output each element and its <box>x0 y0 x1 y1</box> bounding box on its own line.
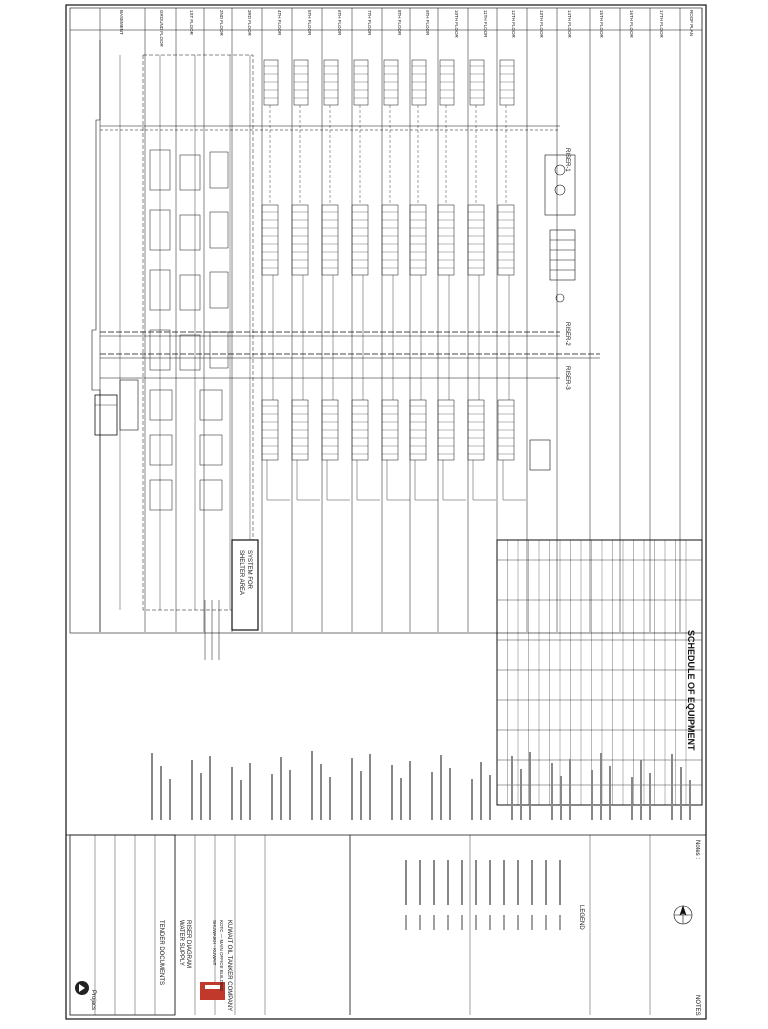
fixture-group-mid <box>409 204 427 276</box>
plant-equipment <box>209 211 229 249</box>
plant-equipment <box>149 434 173 466</box>
fixture-group-upper <box>293 59 309 106</box>
plant-equipment <box>199 479 223 511</box>
plant-equipment <box>199 434 223 466</box>
fixture-group-mid <box>467 204 485 276</box>
plant-equipment <box>179 334 201 371</box>
fixture-group-upper <box>263 59 279 106</box>
shelter-system-box <box>231 539 259 631</box>
fixture-group-mid <box>291 204 309 276</box>
level-label: 1ST FLOOR <box>189 10 194 36</box>
level-label: 2ND FLOOR <box>219 10 224 37</box>
level-label: 17TH FLOOR <box>659 10 664 39</box>
plant-equipment <box>209 271 229 309</box>
plant-equipment <box>209 331 229 369</box>
fixture-group-upper <box>469 59 485 106</box>
fixture-group-mid <box>381 204 399 276</box>
title-drawing-1: RISER DIAGRAM <box>185 920 191 968</box>
fixture-group-upper <box>383 59 399 106</box>
plant-equipment <box>149 479 173 511</box>
floor-lines <box>99 8 703 632</box>
title-consultant: Projacs <box>90 990 96 1010</box>
legend-block <box>405 860 561 930</box>
fixture-group-mid <box>497 204 515 276</box>
title-block <box>66 834 706 1016</box>
title-project-1: KOTC — MAIN OFFICE BUILDING <box>219 920 224 992</box>
level-label: 9TH FLOOR <box>425 10 430 36</box>
plant-equipment <box>149 149 171 191</box>
fixture-group-mid <box>261 204 279 276</box>
shelter-box-line1: SYSTEM FOR <box>246 550 252 590</box>
level-label: 8TH FLOOR <box>397 10 402 36</box>
plant-equipment <box>149 389 173 421</box>
pump-equipment-cluster <box>529 154 576 471</box>
riser-label-2: RISER-2 <box>564 322 570 346</box>
level-label: BASEMENT <box>119 10 124 35</box>
plant-equipment <box>199 389 223 421</box>
schedule-of-equipment <box>496 539 703 806</box>
plant-equipment <box>149 269 171 311</box>
north-arrow-icon <box>673 905 693 925</box>
level-label: 15TH FLOOR <box>599 10 604 39</box>
level-label: 5TH FLOOR <box>307 10 312 36</box>
fixture-group-mid <box>351 204 369 276</box>
level-label: 16TH FLOOR <box>629 10 634 39</box>
notes-heading: Notes : <box>694 840 700 859</box>
notes-column <box>151 751 691 820</box>
plant-equipment <box>179 274 201 311</box>
plant-equipment <box>179 214 201 251</box>
title-project-2: SHUWAIKH - KUWAIT <box>212 920 217 966</box>
drawing-frame <box>69 7 703 634</box>
level-label: 11TH FLOOR <box>483 10 488 38</box>
level-label: 7TH FLOOR <box>367 10 372 36</box>
water-tank-upper <box>94 394 118 436</box>
level-label: 13TH FLOOR <box>539 10 544 39</box>
plant-equipment <box>149 329 171 371</box>
fixture-group-mid <box>321 204 339 276</box>
fixture-groups <box>149 59 515 511</box>
fixture-group-mid <box>437 204 455 276</box>
legend-title: LEGEND <box>578 905 584 930</box>
title-drawing-2: WATER SUPPLY <box>178 920 184 966</box>
sheet-border <box>65 4 707 1020</box>
level-label: 12TH FLOOR <box>511 10 516 39</box>
level-label: 6TH FLOOR <box>337 10 342 36</box>
main-horizontal-pipes <box>100 125 600 379</box>
fixture-group-upper <box>353 59 369 106</box>
level-label: 4TH FLOOR <box>277 10 282 36</box>
plant-equipment <box>179 154 201 191</box>
level-label: 3RD FLOOR <box>247 10 252 37</box>
shelter-box-line2: SHELTER AREA <box>238 550 244 595</box>
fixture-group-upper <box>499 59 515 106</box>
water-tank-lower <box>119 379 139 431</box>
level-label: GROUND FLOOR <box>159 10 164 48</box>
plant-room-enclosure <box>142 54 254 611</box>
notes-title: NOTES <box>694 995 700 1016</box>
pipe-network <box>119 55 526 660</box>
level-label: ROOF PLAN <box>689 10 694 36</box>
fixture-group-upper <box>411 59 427 106</box>
level-labels: ROOF PLAN 17TH FLOOR 16TH FLOOR 15TH FLOOR 1… <box>119 10 694 48</box>
riser-label-1: RISER-1 <box>564 148 570 172</box>
plant-equipment <box>209 151 229 189</box>
title-status: TENDER DOCUMENTS <box>158 920 164 985</box>
level-label: 10TH FLOOR <box>454 10 459 39</box>
level-label: 14TH FLOOR <box>567 10 572 39</box>
schedule-title: SCHEDULE OF EQUIPMENT <box>686 630 696 751</box>
title-client: KUWAIT OIL TANKER COMPANY <box>226 920 232 1011</box>
roof-outline <box>91 40 101 632</box>
fixture-group-upper <box>439 59 455 106</box>
riser-label-3: RISER-3 <box>564 366 570 390</box>
fixture-group-upper <box>323 59 339 106</box>
plant-equipment <box>149 209 171 251</box>
